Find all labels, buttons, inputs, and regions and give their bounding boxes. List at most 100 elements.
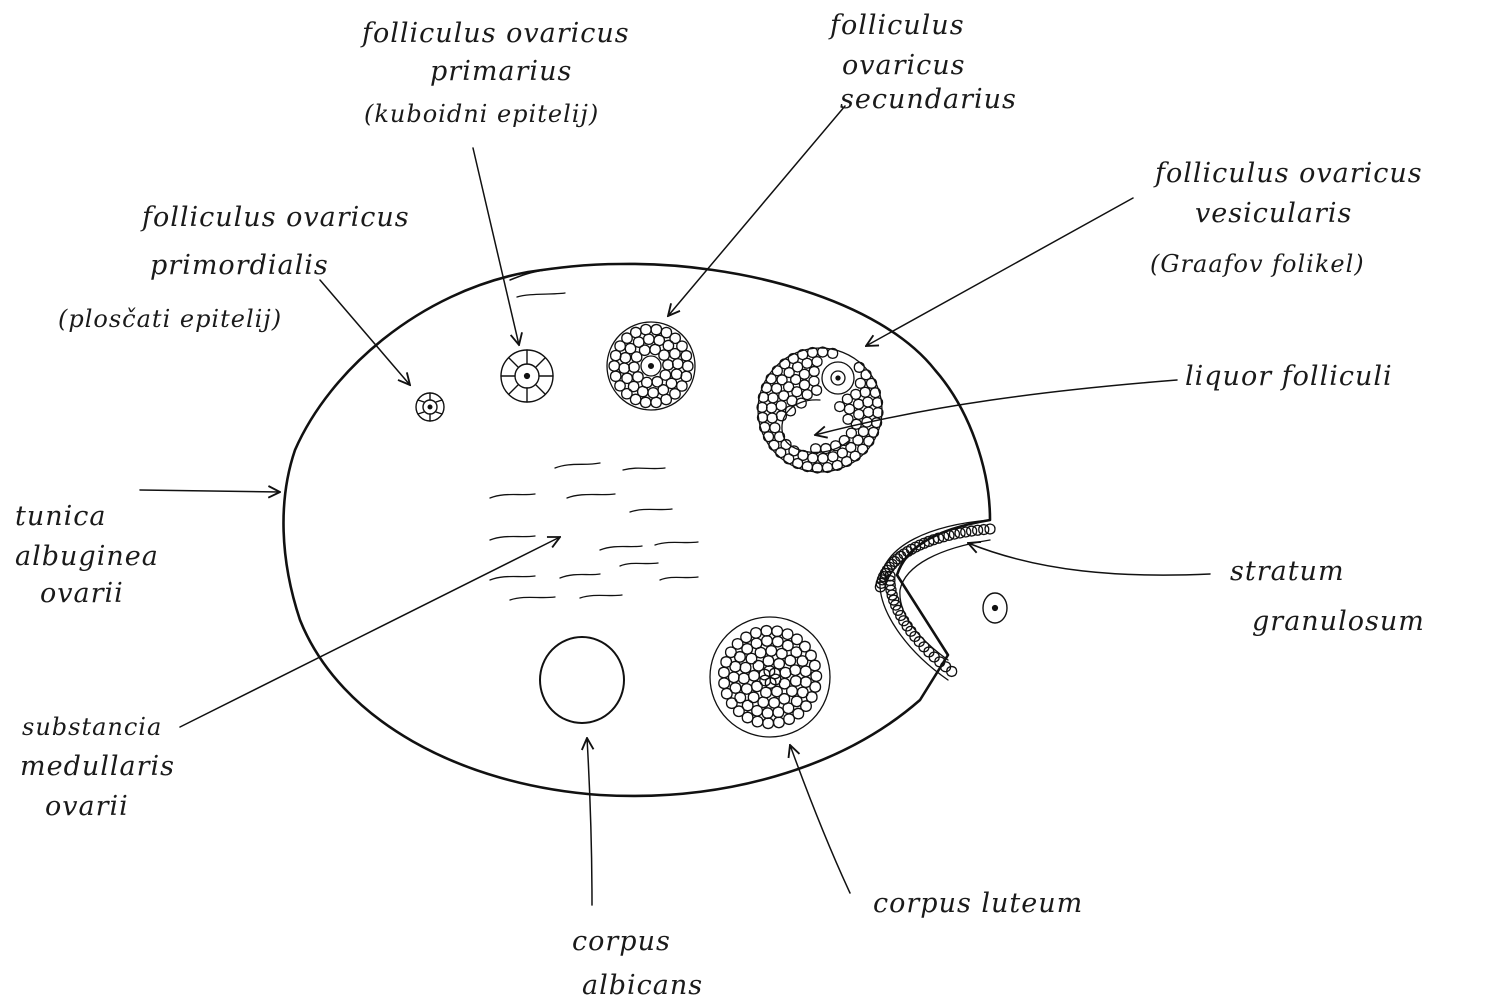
granulosa-cell: [818, 453, 828, 463]
granulosa-cell: [760, 422, 770, 432]
secundarius-line2: ovaricus: [842, 50, 966, 81]
tunica-line2: albuginea: [15, 541, 159, 572]
luteum-line1: corpus luteum: [873, 888, 1083, 919]
granulosa-cell: [673, 359, 683, 369]
vesicular-follicle: [757, 347, 883, 473]
granulosa-cell: [661, 394, 671, 404]
granulosa-cell: [810, 682, 821, 693]
granulosa-cell: [770, 423, 780, 433]
granulosa-cell: [893, 554, 903, 564]
granulosa-cell: [658, 385, 668, 395]
secundarius-line1: folliculus: [828, 10, 965, 41]
granulosa-cell: [767, 403, 777, 413]
granulosa-cell: [772, 626, 783, 637]
label-medullaris: substancia medullaris ovarii: [20, 713, 175, 822]
granulosa-cell: [798, 350, 808, 360]
label-stratum: stratum granulosum: [1230, 556, 1425, 637]
vesicularis-line1: folliculus ovaricus: [1153, 158, 1423, 189]
granulosa-cell: [763, 432, 773, 442]
granulosa-cell: [681, 371, 691, 381]
granulosa-cell: [790, 665, 801, 676]
arrow-stratum: [968, 543, 1210, 575]
arrow-albicans: [587, 738, 592, 905]
ovary-outline: [284, 264, 990, 796]
granulosa-cell: [611, 350, 621, 360]
granulosa-cell: [844, 404, 854, 414]
granulosa-cell: [766, 646, 777, 657]
granulosa-cell: [762, 636, 773, 647]
arrow-primarius: [473, 148, 519, 345]
granulosa-cell: [768, 393, 778, 403]
arrow-medullaris: [180, 537, 560, 727]
label-liquor: liquor folliculi: [1185, 361, 1393, 392]
ruptured-follicle: [875, 520, 995, 680]
medullaris-line2: medullaris: [20, 751, 175, 782]
granulosa-cell: [776, 401, 786, 411]
granulosa-cell: [767, 413, 777, 423]
albicans-line1: corpus: [572, 926, 671, 957]
granulosa-cell: [644, 334, 654, 344]
granulosa-cell: [763, 656, 774, 667]
primordial-follicle: [416, 393, 444, 421]
granulosa-cell: [727, 698, 738, 709]
granulosa-cell: [629, 362, 639, 372]
granulosa-cell: [809, 366, 819, 376]
vesicularis-line2: vesicularis: [1195, 198, 1352, 229]
granulosa-cell: [751, 638, 762, 649]
tunica-line1: tunica: [15, 501, 106, 532]
granulosa-cell: [609, 361, 619, 371]
granulosa-cell: [812, 357, 822, 367]
secundarius-line3: secundarius: [840, 84, 1017, 115]
granulosa-cell: [752, 716, 763, 727]
vesicularis-line3: (Graafov folikel): [1150, 250, 1365, 278]
medullaris-line3: ovarii: [45, 791, 129, 822]
granulosa-cell: [752, 681, 763, 692]
released-oocyte: [983, 593, 1007, 623]
label-luteum: corpus luteum: [873, 888, 1083, 919]
primarius-line1: folliculus ovaricus: [360, 18, 630, 49]
primary-follicle: [501, 350, 553, 402]
granulosa-cell: [761, 626, 772, 637]
granulosa-cell: [728, 672, 739, 683]
primordialis-line2: primordialis: [150, 250, 329, 281]
secondary-follicle: [607, 322, 695, 410]
label-albicans: corpus albicans: [572, 926, 703, 1001]
granulosa-cell: [788, 353, 798, 363]
stratum-line1: stratum: [1230, 556, 1345, 587]
medullaris-line1: substancia: [22, 713, 162, 741]
label-vesicularis: folliculus ovaricus vesicularis (Graafov…: [1150, 158, 1423, 278]
granulosa-cell: [809, 376, 819, 386]
medulla-strokes: [490, 293, 698, 600]
granulosa-cell: [611, 371, 621, 381]
albicans-line2: albicans: [582, 970, 703, 1001]
granulosa-cell: [780, 667, 791, 678]
granulosa-cell: [783, 703, 794, 714]
arrow-tunica: [140, 490, 280, 492]
granulosa-cell: [683, 361, 693, 371]
granulosa-cell: [633, 372, 643, 382]
granulosa-cell: [896, 551, 906, 561]
granulosa-cell: [784, 714, 795, 725]
granulosa-cell: [791, 676, 802, 687]
granulosa-cell: [774, 717, 785, 728]
granulosa-cell: [812, 385, 822, 395]
granulosa-cell: [832, 460, 842, 470]
primordialis-line3: (plosčati epitelij): [58, 305, 282, 333]
primarius-line3: (kuboidni epitelij): [364, 100, 599, 128]
granulosa-cell: [651, 397, 661, 407]
liquor-line1: liquor folliculi: [1185, 361, 1393, 392]
granulosa-cell: [663, 360, 673, 370]
granulosa-cell: [810, 660, 821, 671]
arrow-secundarius: [668, 106, 845, 316]
granulosa-cell: [863, 407, 873, 417]
granulosa-cell: [651, 324, 661, 334]
granulosa-cell: [854, 409, 864, 419]
granulosa-cell: [719, 667, 730, 678]
granulosa-cell: [659, 350, 669, 360]
granulosa-cell: [899, 549, 909, 559]
granulosa-cell: [772, 366, 782, 376]
label-tunica: tunica albuginea ovarii: [15, 501, 159, 609]
granulosa-cell: [763, 718, 774, 729]
granulosa-cell: [677, 341, 687, 351]
